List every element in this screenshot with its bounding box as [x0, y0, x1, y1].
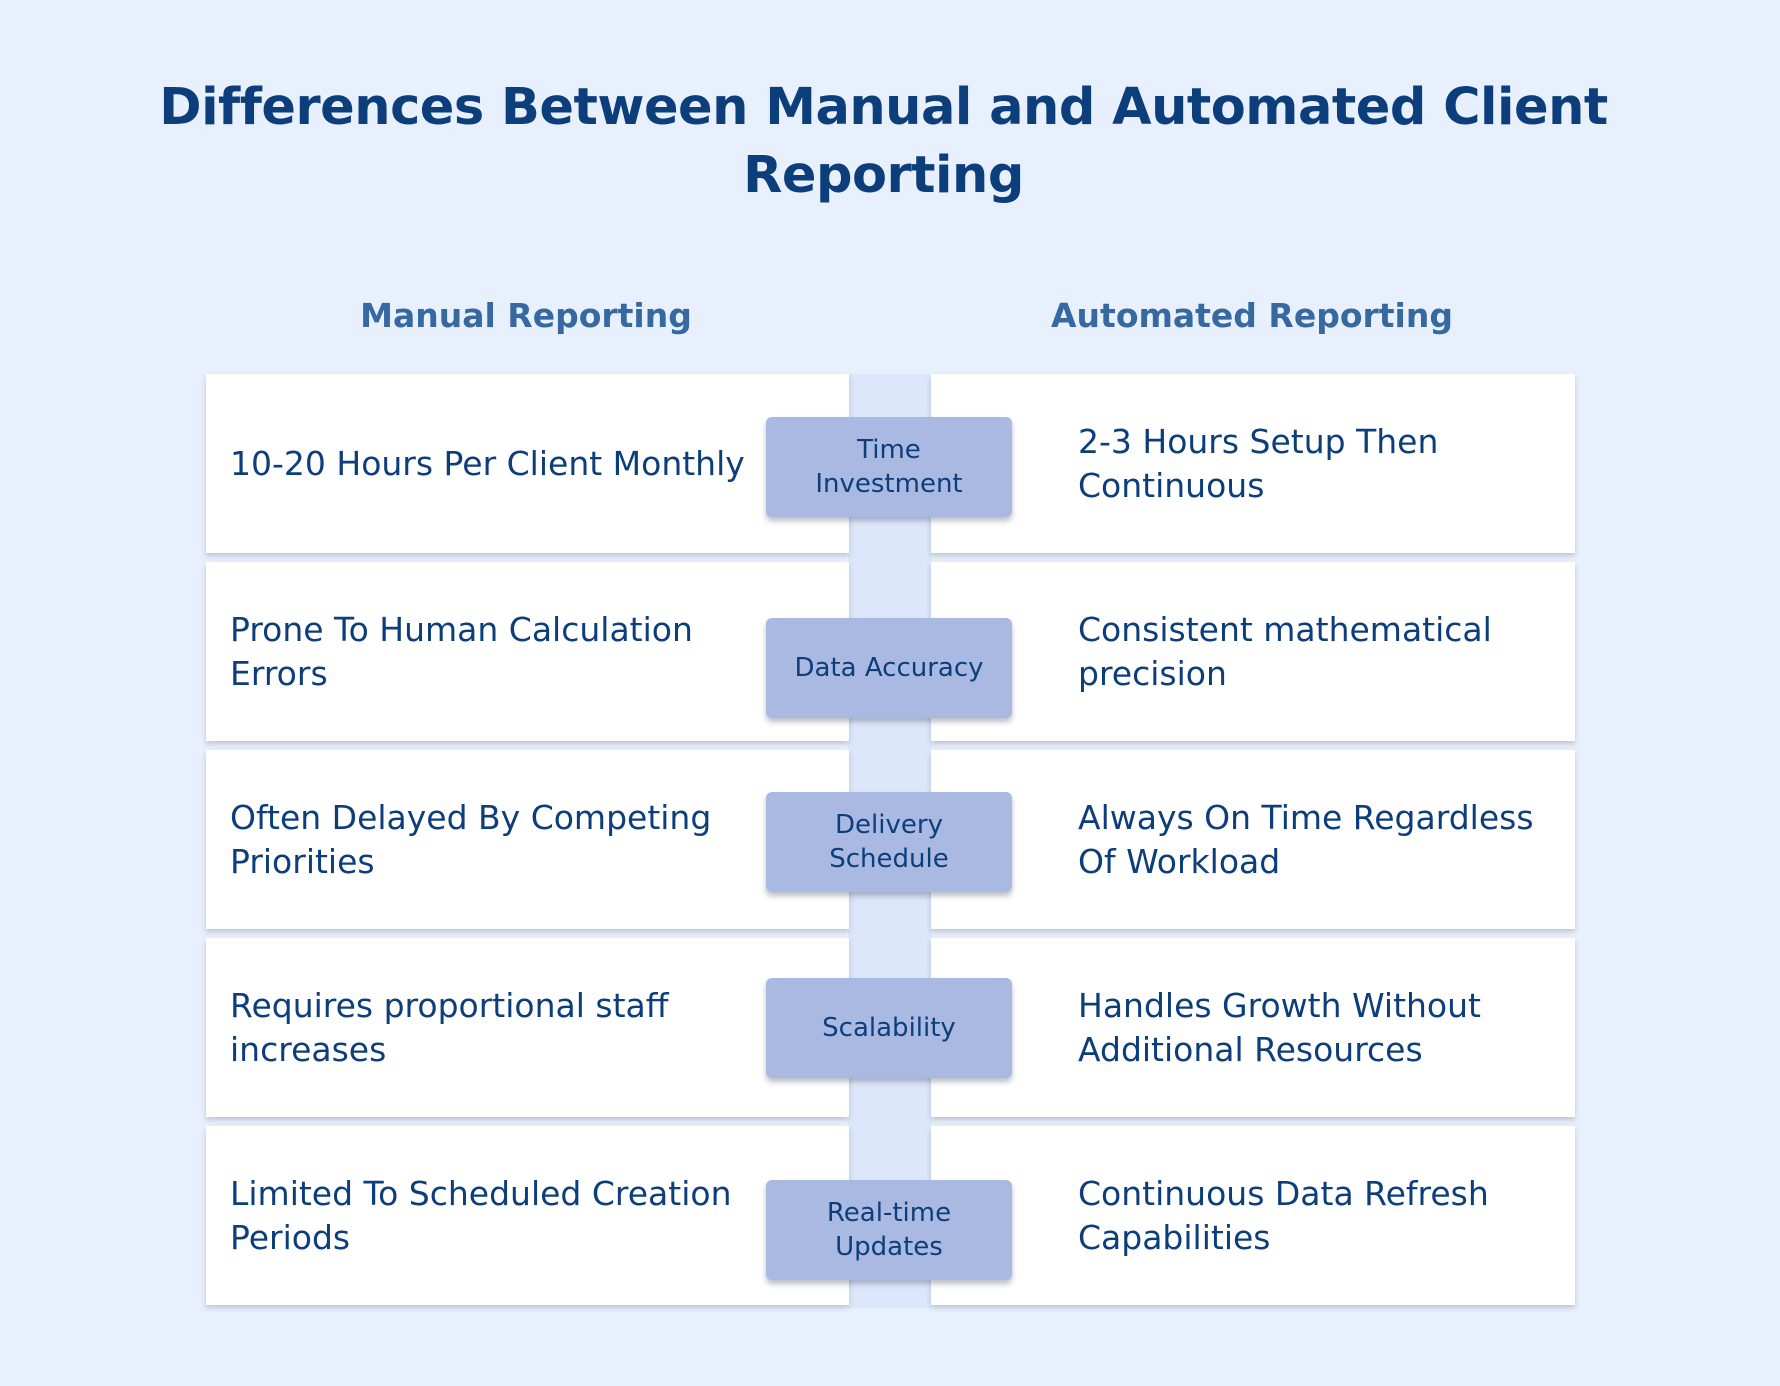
comparison-row-delivery-schedule: Often Delayed By Competing Priorities Al…	[0, 750, 1780, 929]
automated-card-text: Consistent mathematical precision	[1078, 609, 1492, 693]
automated-column-header: Automated Reporting	[1051, 296, 1453, 335]
comparison-row-data-accuracy: Prone To Human Calculation Errors Consis…	[0, 562, 1780, 741]
category-label: Time Investment	[766, 417, 1012, 517]
automated-card: Always On Time Regardless Of Workload	[931, 750, 1575, 929]
manual-card: Prone To Human Calculation Errors	[206, 562, 849, 741]
page-title: Differences Between Manual and Automated…	[159, 78, 1608, 205]
category-label-text: Real-time Updates	[826, 1198, 952, 1262]
comparison-row-real-time-updates: Limited To Scheduled Creation Periods Co…	[0, 1126, 1780, 1305]
category-label-text: Data Accuracy	[794, 653, 984, 683]
manual-card-text: Often Delayed By Competing Priorities	[230, 797, 712, 881]
automated-card-text: Always On Time Regardless Of Workload	[1078, 797, 1534, 881]
manual-column-header: Manual Reporting	[360, 296, 692, 335]
automated-card-text: Handles Growth Without Additional Resour…	[1078, 985, 1481, 1069]
manual-card-text: Prone To Human Calculation Errors	[230, 609, 693, 693]
category-label-text: Delivery Schedule	[829, 810, 949, 874]
category-label: Delivery Schedule	[766, 792, 1012, 892]
manual-card: 10-20 Hours Per Client Monthly	[206, 374, 849, 553]
manual-card: Often Delayed By Competing Priorities	[206, 750, 849, 929]
category-label-text: Time Investment	[815, 435, 963, 499]
manual-card: Requires proportional staff increases	[206, 938, 849, 1117]
manual-card-text: Limited To Scheduled Creation Periods	[230, 1173, 732, 1257]
category-label: Scalability	[766, 978, 1012, 1078]
automated-card: 2-3 Hours Setup Then Continuous	[931, 374, 1575, 553]
manual-card: Limited To Scheduled Creation Periods	[206, 1126, 849, 1305]
category-label: Real-time Updates	[766, 1180, 1012, 1280]
category-label: Data Accuracy	[766, 618, 1012, 718]
manual-card-text: Requires proportional staff increases	[230, 985, 669, 1069]
manual-card-text: 10-20 Hours Per Client Monthly	[230, 443, 745, 483]
comparison-row-scalability: Requires proportional staff increases Ha…	[0, 938, 1780, 1117]
category-label-text: Scalability	[822, 1013, 956, 1043]
automated-card: Handles Growth Without Additional Resour…	[931, 938, 1575, 1117]
automated-card: Consistent mathematical precision	[931, 562, 1575, 741]
automated-card-text: 2-3 Hours Setup Then Continuous	[1078, 421, 1439, 505]
comparison-row-time-investment: 10-20 Hours Per Client Monthly 2-3 Hours…	[0, 374, 1780, 553]
automated-card-text: Continuous Data Refresh Capabilities	[1078, 1173, 1489, 1257]
automated-card: Continuous Data Refresh Capabilities	[931, 1126, 1575, 1305]
